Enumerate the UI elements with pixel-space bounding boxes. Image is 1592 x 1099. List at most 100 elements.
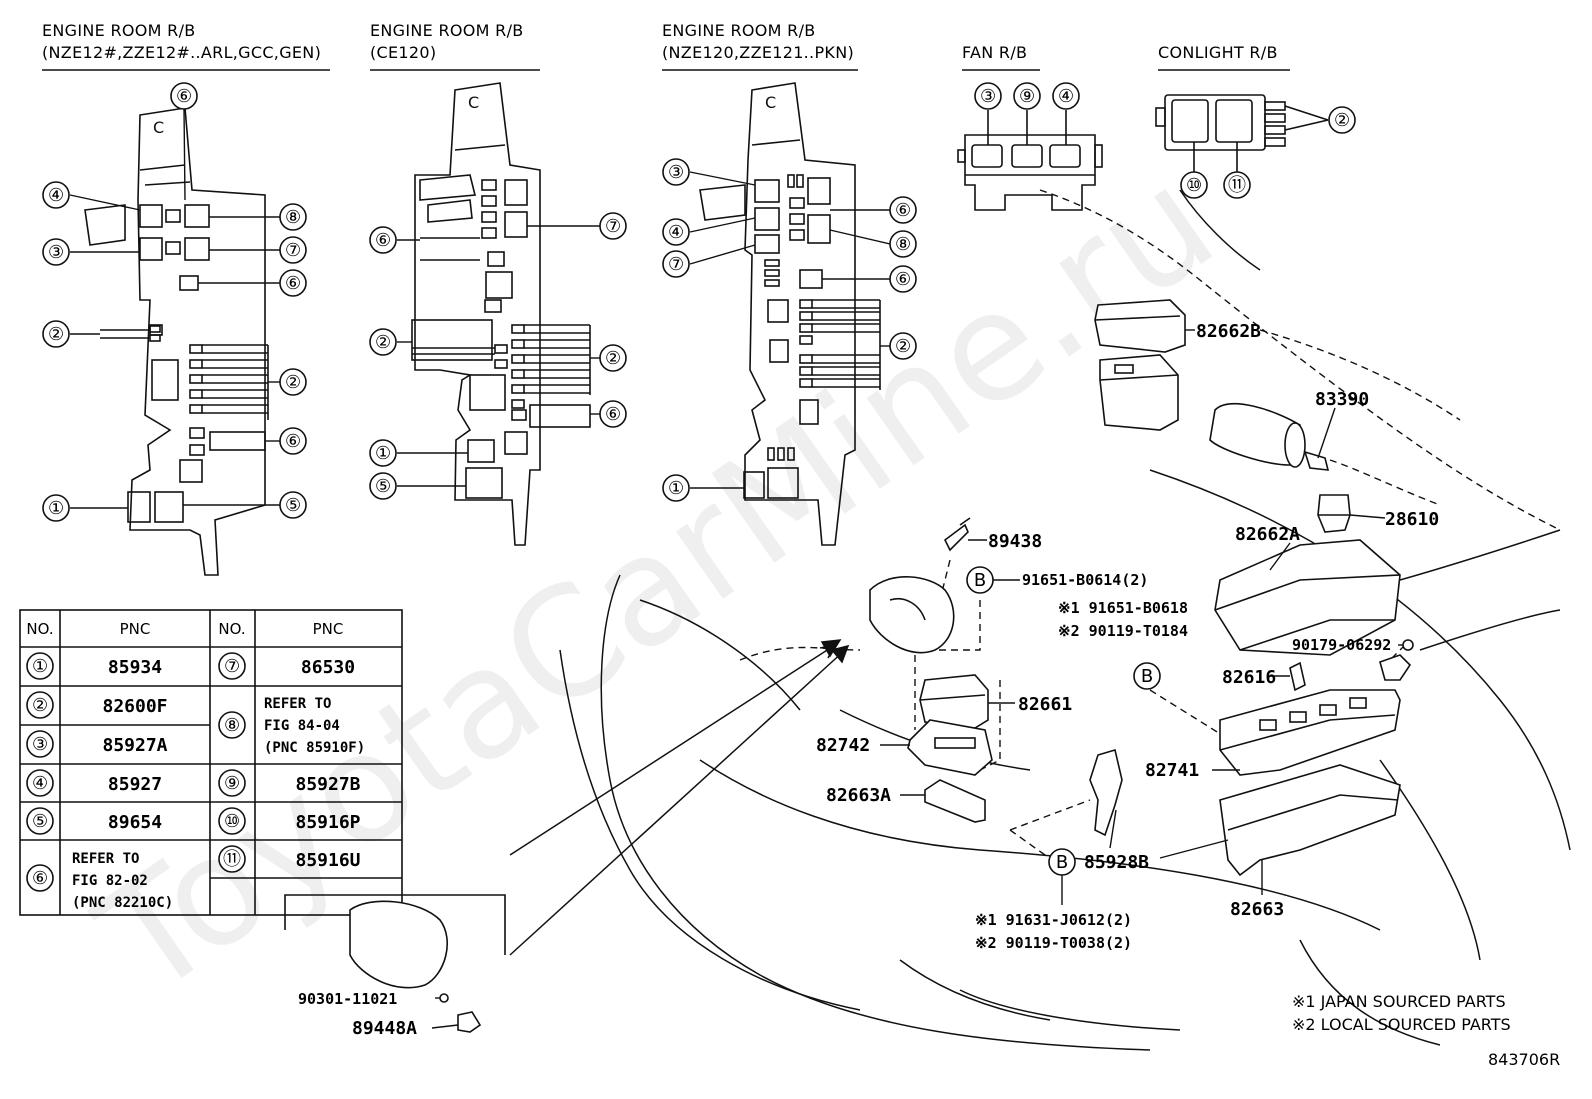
svg-text:①: ①: [375, 443, 391, 464]
heading-line2: (CE120): [370, 43, 436, 62]
table-cell: 82600F: [102, 696, 167, 717]
svg-text:⑨: ⑨: [1019, 86, 1035, 107]
pointer-arrows: [509, 639, 850, 956]
part-label: 82742: [816, 735, 870, 756]
table-cell: 86530: [301, 657, 355, 678]
heading-line1: ENGINE ROOM R/B: [662, 21, 816, 40]
svg-text:CONLIGHT R/B: CONLIGHT R/B: [1158, 43, 1278, 62]
part-leader-lines: [431, 329, 1403, 1029]
part-label: ※2 90119-T0038(2): [975, 934, 1132, 952]
svg-text:③: ③: [668, 162, 684, 183]
relay-block-1: C: [84, 107, 269, 576]
svg-text:②: ②: [895, 336, 911, 357]
table-cell: REFER TO: [264, 696, 331, 712]
table-cell: FIG 84-04: [264, 718, 340, 734]
svg-text:②: ②: [32, 695, 48, 716]
svg-text:①: ①: [668, 478, 684, 499]
svg-text:①: ①: [32, 656, 48, 677]
callouts-block-1: [69, 107, 280, 509]
figure-id: 843706R: [1488, 1050, 1560, 1069]
table-cell: FIG 82-02: [72, 873, 148, 889]
svg-text:⑥: ⑥: [895, 200, 911, 221]
svg-text:B: B: [1141, 666, 1153, 687]
svg-text:⑩: ⑩: [224, 811, 240, 832]
note-japan: ※1 JAPAN SOURCED PARTS: [1292, 992, 1506, 1011]
part-shapes: [284, 299, 1414, 1033]
box-letter: C: [765, 93, 776, 112]
part-label: 82616: [1222, 667, 1276, 688]
part-label: 82662A: [1235, 524, 1300, 545]
svg-text:⑦: ⑦: [668, 254, 684, 275]
svg-text:②: ②: [375, 332, 391, 353]
heading-engine-room-1: ENGINE ROOM R/B (NZE12#,ZZE12#..ARL,GCC,…: [42, 21, 330, 71]
note-local: ※2 LOCAL SOURCED PARTS: [1292, 1015, 1511, 1034]
part-label: 89438: [988, 531, 1042, 552]
pnc-table: NO. PNC NO. PNC ① ② ③ ④ ⑤ ⑥ ⑦ ⑧ ⑨ ⑩ ⑪ 85…: [19, 609, 403, 916]
svg-text:⑥: ⑥: [375, 230, 391, 251]
svg-text:⑤: ⑤: [32, 811, 48, 832]
svg-text:①: ①: [48, 498, 64, 519]
part-number-labels: 82662B 83390 28610 82662A 89438 91651-B0…: [298, 321, 1439, 1039]
table-cell: 85927: [108, 774, 162, 795]
table-header-no: NO.: [218, 620, 245, 638]
table-cell: 89654: [108, 812, 162, 833]
svg-text:⑤: ⑤: [285, 495, 301, 516]
svg-text:③: ③: [48, 242, 64, 263]
svg-text:⑥: ⑥: [285, 431, 301, 452]
table-cell: 85927B: [295, 774, 360, 795]
conlight-relay-block: [1155, 94, 1329, 172]
source-notes: ※1 JAPAN SOURCED PARTS ※2 LOCAL SOURCED …: [1292, 992, 1511, 1034]
table-cell: (PNC 82210C): [72, 895, 173, 911]
svg-text:B: B: [1056, 852, 1068, 873]
dashed-leaders: [739, 189, 1561, 856]
part-label: ※2 90119-T0184: [1058, 622, 1188, 640]
part-label: 83390: [1315, 389, 1369, 410]
heading-line2: (NZE12#,ZZE12#..ARL,GCC,GEN): [42, 43, 321, 62]
part-label: ※1 91651-B0618: [1058, 599, 1188, 617]
table-cell: 85927A: [102, 735, 167, 756]
svg-text:③: ③: [980, 86, 996, 107]
svg-text:⑥: ⑥: [176, 86, 192, 107]
heading-conlight-rb: CONLIGHT R/B: [1158, 43, 1290, 71]
callouts-block-2: [397, 225, 600, 487]
svg-text:⑥: ⑥: [32, 868, 48, 889]
table-cell: 85916P: [295, 812, 360, 833]
heading-fan-rb: FAN R/B: [962, 43, 1040, 71]
svg-text:⑧: ⑧: [895, 234, 911, 255]
part-label: 82663: [1230, 899, 1284, 920]
svg-text:⑨: ⑨: [224, 773, 240, 794]
part-label: 82662B: [1196, 321, 1261, 342]
svg-text:⑧: ⑧: [285, 207, 301, 228]
svg-text:⑤: ⑤: [375, 476, 391, 497]
box-letter: C: [153, 118, 164, 137]
svg-text:④: ④: [1058, 86, 1074, 107]
svg-text:④: ④: [48, 185, 64, 206]
svg-text:FAN R/B: FAN R/B: [962, 43, 1027, 62]
part-label: 85928B: [1084, 852, 1149, 873]
svg-text:②: ②: [605, 348, 621, 369]
svg-text:⑪: ⑪: [1228, 175, 1246, 196]
fan-relay-block: [957, 110, 1103, 211]
svg-text:④: ④: [668, 222, 684, 243]
table-cell: (PNC 85910F): [264, 740, 365, 756]
svg-text:⑦: ⑦: [605, 216, 621, 237]
callout-number-labels: ⑥ ④ ③ ⑧ ⑦ ⑥ ② ② ⑥ ① ⑤ ⑦ ⑥ ② ② ⑥ ① ⑤ ③ ⑥ …: [42, 82, 1356, 522]
table-header-pnc: PNC: [313, 620, 344, 638]
svg-text:B: B: [974, 570, 986, 591]
table-header-no: NO.: [26, 620, 53, 638]
part-label: 89448A: [352, 1018, 417, 1039]
svg-text:⑥: ⑥: [605, 404, 621, 425]
part-label: 82663A: [826, 785, 891, 806]
svg-text:②: ②: [1334, 110, 1350, 131]
table-cell: 85916U: [295, 850, 360, 871]
part-label: 91651-B0614(2): [1022, 571, 1148, 589]
relay-block-2: C: [411, 82, 591, 546]
svg-text:②: ②: [48, 324, 64, 345]
table-cell: REFER TO: [72, 851, 139, 867]
svg-text:⑥: ⑥: [285, 273, 301, 294]
part-label: ※1 91631-J0612(2): [975, 911, 1132, 929]
part-label: 82661: [1018, 694, 1072, 715]
svg-text:⑧: ⑧: [224, 715, 240, 736]
svg-text:⑩: ⑩: [1186, 175, 1202, 196]
